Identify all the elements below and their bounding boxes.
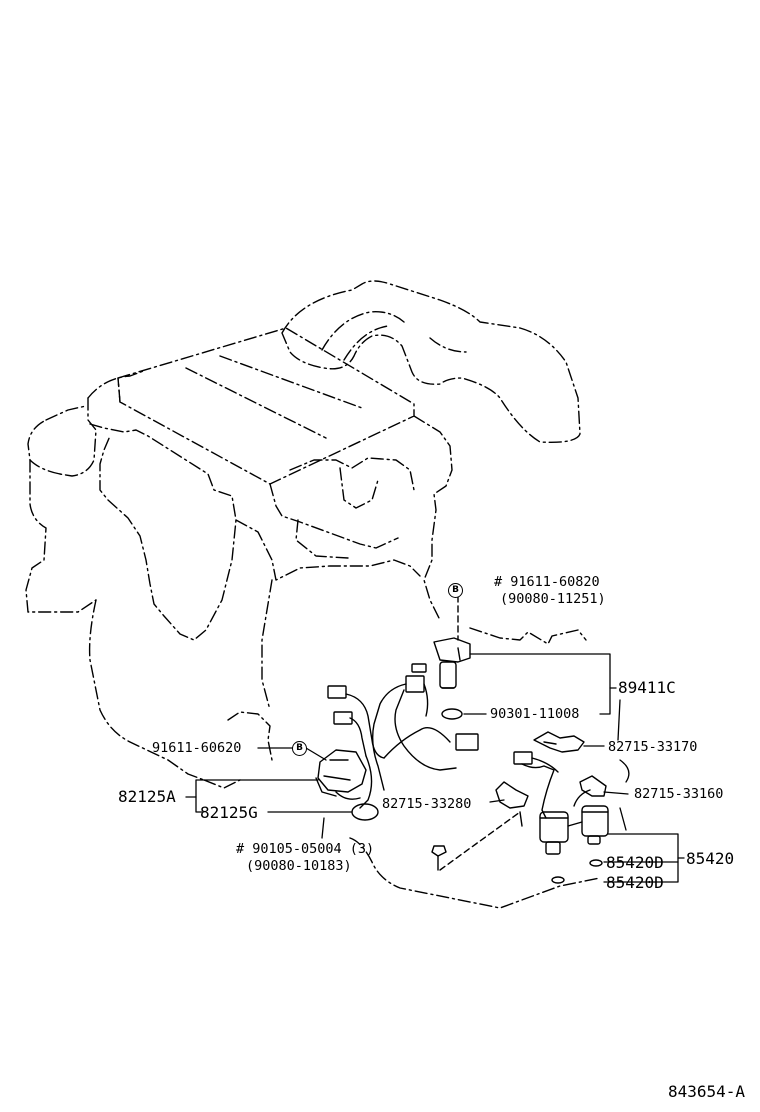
bolt-marker-left: B [292,741,307,756]
diagram-code: 843654-A [668,1082,746,1101]
callout-bolt-upper-a: # 91611-60820 [494,574,600,590]
callout-clamp-82715-33170: 82715-33170 [608,739,698,755]
callout-cam-sensor-oring: 90301-11008 [490,706,580,722]
callout-crank-sensor: 82125G [200,803,258,822]
clamp-82715-33160 [579,775,607,797]
callout-vsv-part-lower: 85420D [606,873,664,892]
engine-outline [25,280,601,909]
callout-bolt-left: 91611-60620 [152,740,242,756]
cam-sensor-oring [441,708,463,720]
crank-sensor-oring [351,803,379,821]
callout-bolt-upper-b: (90080-11251) [500,591,606,607]
vsv-assembly [513,751,609,855]
leader-lines [185,653,685,883]
crank-sensor [315,749,367,800]
callout-bolt-lower-a: # 90105-05004 (3) [236,841,375,857]
cam-sensor [433,595,471,689]
vsv-part-upper-icon [589,859,603,867]
callout-clamp-82715-33280: 82715-33280 [382,796,472,812]
callout-bolt-lower-b: (90080-10183) [246,858,352,874]
bolt-marker-upper: B [448,583,463,598]
clamp-82715-33170 [533,731,585,753]
callout-vsv-assembly: 85420 [686,849,735,868]
callout-vsv-part-upper: 85420D [606,853,664,872]
callout-cam-sensor: 89411C [618,678,676,697]
wire-harness [327,663,479,809]
callout-crank-sensor-assy: 82125A [118,787,176,806]
clamp-82715-33280 [495,781,529,809]
callout-clamp-82715-33160: 82715-33160 [634,786,724,802]
vsv-part-lower-icon [551,876,565,884]
bolt-icon [431,845,447,871]
